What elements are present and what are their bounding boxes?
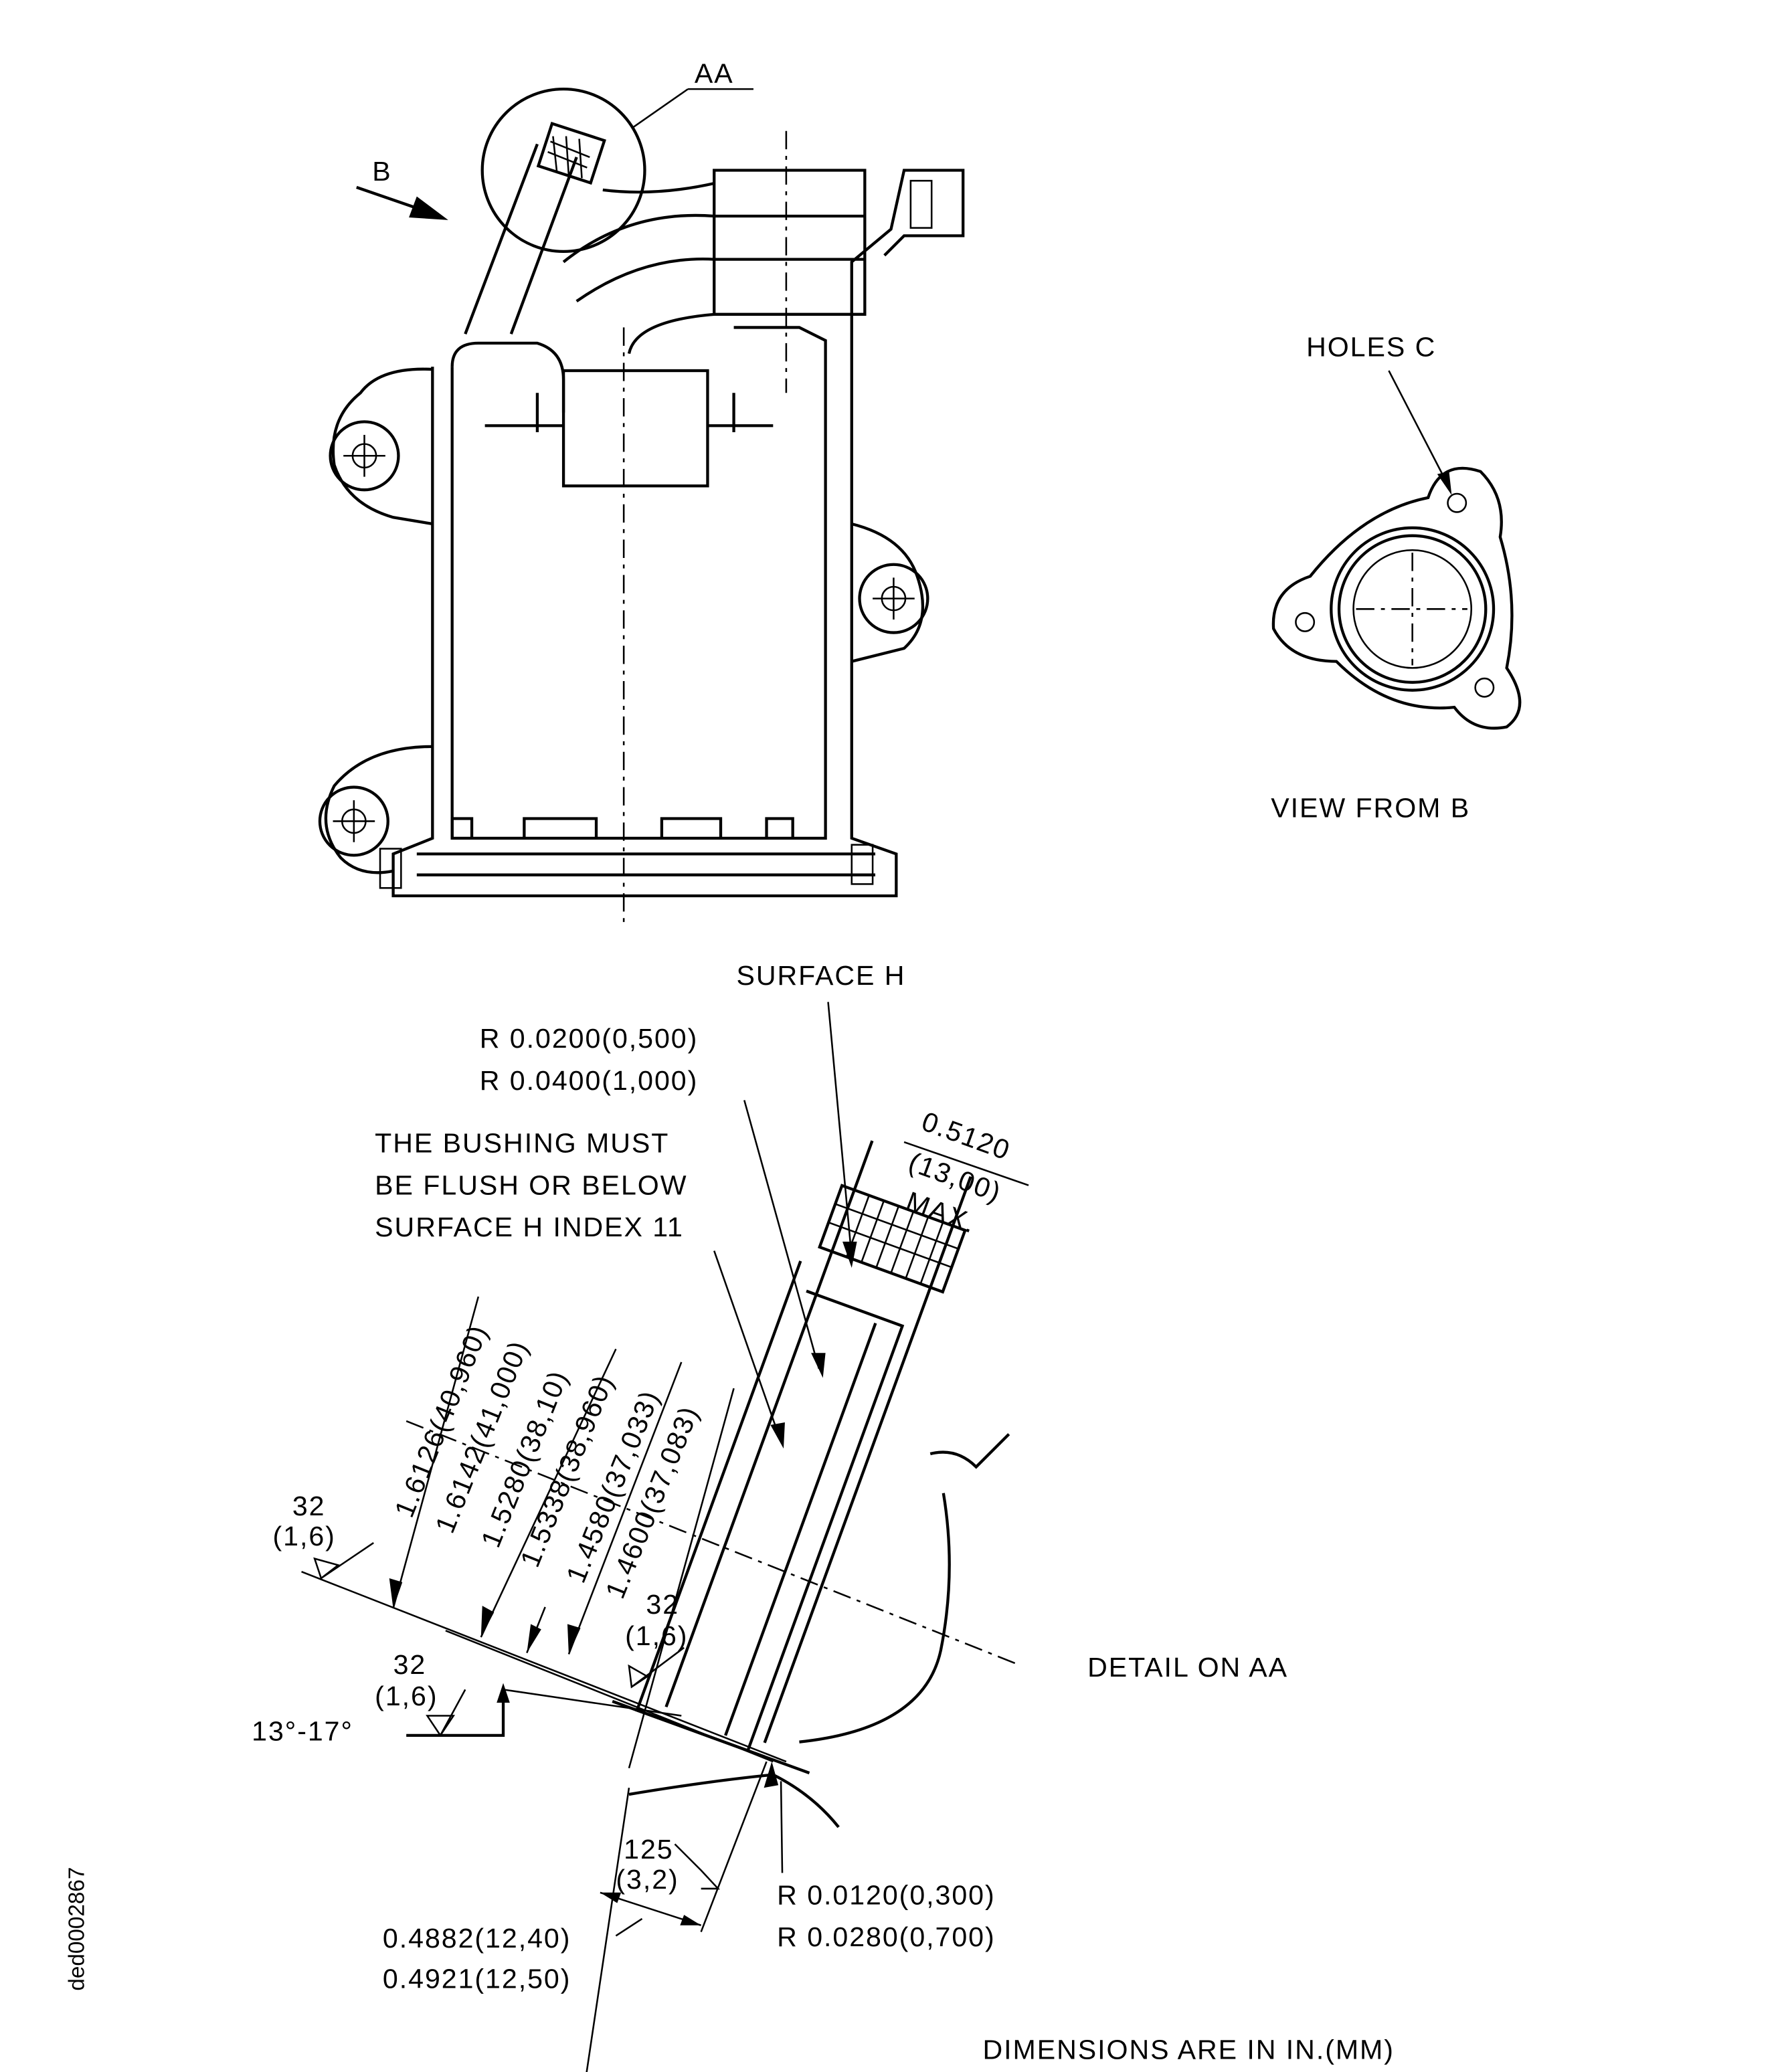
detail-aa-label: AA: [695, 58, 734, 88]
roughness-2-metric: (1,6): [625, 1620, 688, 1651]
length-dim-1: 0.4882(12,40): [383, 1923, 571, 1954]
view-b-label: B: [372, 156, 391, 187]
diameter-leaders: [389, 1296, 735, 1769]
roughness-4-symbol: [674, 1843, 721, 1890]
detail-aa: 1.6126(40,960) 1.6142(41,000) 1.5280(38,…: [252, 960, 1288, 2072]
holes-c-label: HOLES C: [1306, 331, 1436, 362]
roughness-3-symbol: [426, 1689, 466, 1737]
surface-h-label: SURFACE H: [736, 960, 905, 991]
roughness-3-metric: (1,6): [375, 1681, 438, 1711]
view-from-b: HOLES C VIEW FROM B: [1271, 331, 1522, 824]
length-dim-2: 0.4921(12,50): [383, 1964, 571, 1994]
bushing-note-3: SURFACE H INDEX 11: [375, 1212, 684, 1242]
housing-section-view: AA B: [318, 58, 965, 924]
radius-top-1: R 0.0200(0,500): [480, 1023, 698, 1054]
radius-bottom-1: R 0.0120(0,300): [777, 1879, 995, 1910]
roughness-2-symbol: [628, 1646, 685, 1689]
view-from-b-caption: VIEW FROM B: [1271, 793, 1470, 824]
radius-top-2: R 0.0400(1,000): [480, 1065, 698, 1096]
units-note: DIMENSIONS ARE IN IN.(MM): [983, 2034, 1395, 2065]
roughness-4-value: 125: [624, 1834, 673, 1865]
roughness-1-symbol: [313, 1542, 374, 1580]
roughness-3-value: 32: [393, 1649, 427, 1680]
roughness-2-value: 32: [646, 1589, 679, 1620]
roughness-1-value: 32: [292, 1491, 326, 1521]
radius-bottom-2: R 0.0280(0,700): [777, 1921, 995, 1952]
detail-aa-circle: [480, 87, 646, 254]
bushing-note-2: BE FLUSH OR BELOW: [375, 1169, 687, 1200]
bolt-hole-marks: [333, 434, 915, 842]
roughness-4-metric: (3,2): [616, 1864, 679, 1895]
drawing-id: ded0002867: [65, 1867, 90, 1991]
bushing-note-1: THE BUSHING MUST: [375, 1128, 669, 1159]
angle-label: 13°-17°: [252, 1716, 353, 1747]
detail-aa-caption: DETAIL ON AA: [1087, 1652, 1288, 1683]
roughness-1-metric: (1,6): [272, 1521, 335, 1551]
